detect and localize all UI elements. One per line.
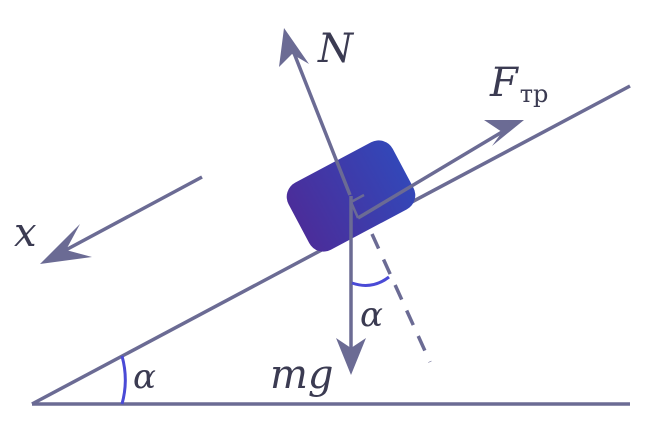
base-angle-arc: [120, 355, 127, 405]
normal-force-arrow: [279, 28, 352, 196]
label-friction-sub: тр: [520, 80, 549, 108]
gravity-arrow: [336, 196, 366, 375]
label-angle-block: α: [360, 295, 383, 335]
label-gravity: mg: [270, 352, 334, 398]
label-angle-base: α: [133, 357, 156, 397]
label-friction: Fтр: [489, 60, 548, 108]
label-axis-x: x: [14, 210, 37, 256]
label-normal-force: N: [317, 26, 355, 72]
block-angle-arc: [351, 275, 390, 287]
label-friction-main: F: [489, 60, 519, 106]
dashed-normal-line: [370, 233, 432, 363]
x-axis-arrow: [40, 175, 203, 264]
